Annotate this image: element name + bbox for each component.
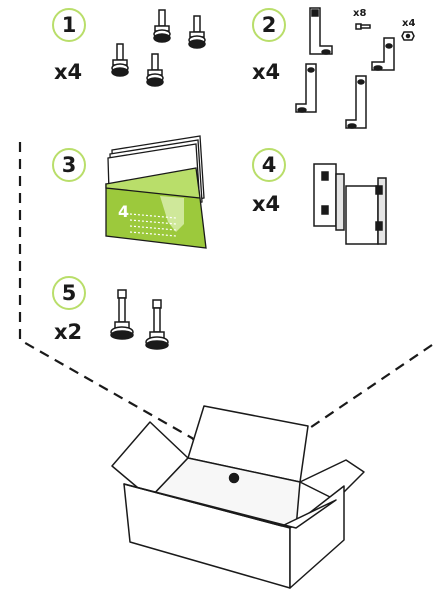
screws-quantity: x8 (353, 8, 367, 19)
manual-icon (105, 135, 207, 249)
item-4-quantity: x4 (252, 192, 281, 216)
l-bracket-icon (371, 37, 395, 71)
left-dashed-line (18, 142, 233, 479)
right-dashed-line (235, 344, 433, 479)
box-right-flap (299, 459, 365, 501)
leveling-foot-icon (153, 9, 171, 43)
hinge-plates-group (313, 163, 387, 245)
open-box-icon (111, 405, 365, 589)
item-4-badge: 4 (252, 148, 286, 182)
l-bracket-icon (309, 7, 333, 55)
item-2-quantity: x4 (252, 60, 281, 84)
item-1-badge: 1 (52, 8, 86, 42)
leveling-feet-group (111, 9, 206, 87)
manual-cover-digit: 4 (118, 202, 130, 221)
l-bracket-icon (295, 63, 317, 113)
box-hole-icon (228, 472, 240, 484)
adjustable-foot-icon (145, 299, 169, 350)
dashed-guide-lines (18, 142, 433, 479)
item-5-quantity: x2 (54, 320, 83, 344)
item-5-badge: 5 (52, 276, 86, 310)
nuts-quantity: x4 (402, 18, 416, 29)
box-right-face (289, 485, 345, 589)
hinge-plate-icon (345, 177, 387, 245)
adjustable-feet-group (110, 289, 169, 350)
item-2-badge: 2 (252, 8, 286, 42)
item-1-quantity: x4 (54, 60, 83, 84)
hinge-plate-icon (313, 163, 345, 231)
brackets-group (295, 7, 415, 129)
item-3-badge: 3 (52, 148, 86, 182)
adjustable-foot-icon (110, 289, 134, 340)
leveling-foot-icon (111, 43, 129, 77)
leveling-foot-icon (188, 15, 206, 49)
l-bracket-icon (345, 75, 367, 129)
leveling-foot-icon (146, 53, 164, 87)
screw-icon (355, 23, 371, 30)
nut-icon (401, 31, 415, 41)
